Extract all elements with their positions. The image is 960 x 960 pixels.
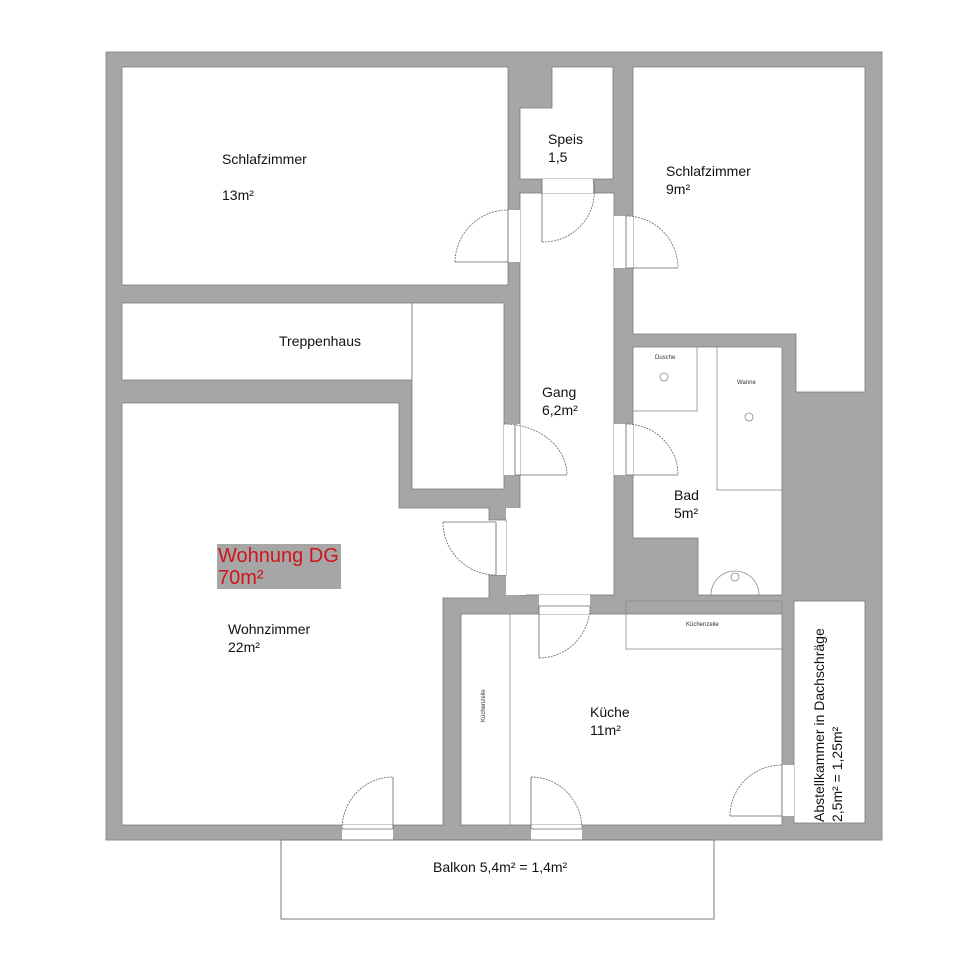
room-label-abstellkammer: Abstellkammer in Dachschräge 2,5m² = 1,2… xyxy=(810,628,846,822)
bathtub xyxy=(716,346,783,491)
room-name: Bad xyxy=(674,487,699,503)
doors xyxy=(341,178,794,840)
room-label-wohnzimmer: Wohnzimmer 22m² xyxy=(228,620,310,656)
room-name: Abstellkammer in Dachschräge xyxy=(811,628,827,822)
room-label-gang: Gang 6,2m² xyxy=(542,383,578,419)
room-treppenhaus-stair xyxy=(411,302,505,490)
fixture-label-wanne: Wanne xyxy=(737,380,756,386)
room-area: 11m² xyxy=(590,722,621,738)
room-name: Treppenhaus xyxy=(279,333,361,349)
fixtures xyxy=(509,346,783,825)
kitchen-counter-top xyxy=(625,600,783,650)
room-treppenhaus xyxy=(121,302,413,381)
room-area: 22m² xyxy=(228,639,260,655)
room-schlafzimmer-13 xyxy=(121,66,509,286)
shower-drain-icon xyxy=(659,372,669,382)
shower-tray xyxy=(632,346,698,412)
apartment-title: Wohnung DG xyxy=(218,545,339,567)
room-name: Küche xyxy=(590,704,630,720)
room-name: Wohnzimmer xyxy=(228,621,311,637)
room-label-bad: Bad 5m² xyxy=(674,486,699,522)
apartment-summary-badge: Wohnung DG 70m² xyxy=(217,544,341,589)
bathtub-drain-icon xyxy=(744,412,754,422)
room-speis xyxy=(519,66,614,180)
room-label-schlafzimmer-13: Schlafzimmer 13m² xyxy=(222,150,307,204)
room-name: Gang xyxy=(542,384,577,400)
room-area: 2,5m² = 1,25m² xyxy=(829,726,845,822)
apartment-total-area: 70m² xyxy=(218,567,264,589)
room-name: Speis xyxy=(548,131,584,147)
fixture-label-dusche: Dusche xyxy=(655,355,676,361)
room-area: 13m² xyxy=(222,187,254,203)
room-label-speis: Speis 1,5 xyxy=(548,130,583,166)
room-gang xyxy=(519,192,615,596)
room-label-kueche: Küche 11m² xyxy=(590,703,630,739)
room-abstellkammer xyxy=(793,600,866,824)
room-area: 1,5 xyxy=(548,149,568,165)
room-name: Schlafzimmer xyxy=(666,163,751,179)
fixture-label-kuechenzeile-top: Küchenzeile xyxy=(686,622,719,628)
balcony-label: Balkon 5,4m² = 1,4m² xyxy=(433,859,568,875)
room-floors xyxy=(121,66,866,826)
room-label-schlafzimmer-9: Schlafzimmer 9m² xyxy=(666,162,751,198)
room-schlafzimmer-9 xyxy=(632,66,866,393)
balcony xyxy=(280,839,715,920)
fixture-label-kuechenzeile-left: Küchenzeile xyxy=(481,689,487,722)
toilet-icon xyxy=(710,570,760,596)
room-name: Schlafzimmer xyxy=(222,151,307,167)
room-gang-lower xyxy=(506,508,526,595)
room-area: 6,2m² xyxy=(542,402,578,418)
room-area: 5m² xyxy=(674,505,699,521)
room-area: 9m² xyxy=(666,181,691,197)
room-label-treppenhaus: Treppenhaus xyxy=(279,332,361,350)
